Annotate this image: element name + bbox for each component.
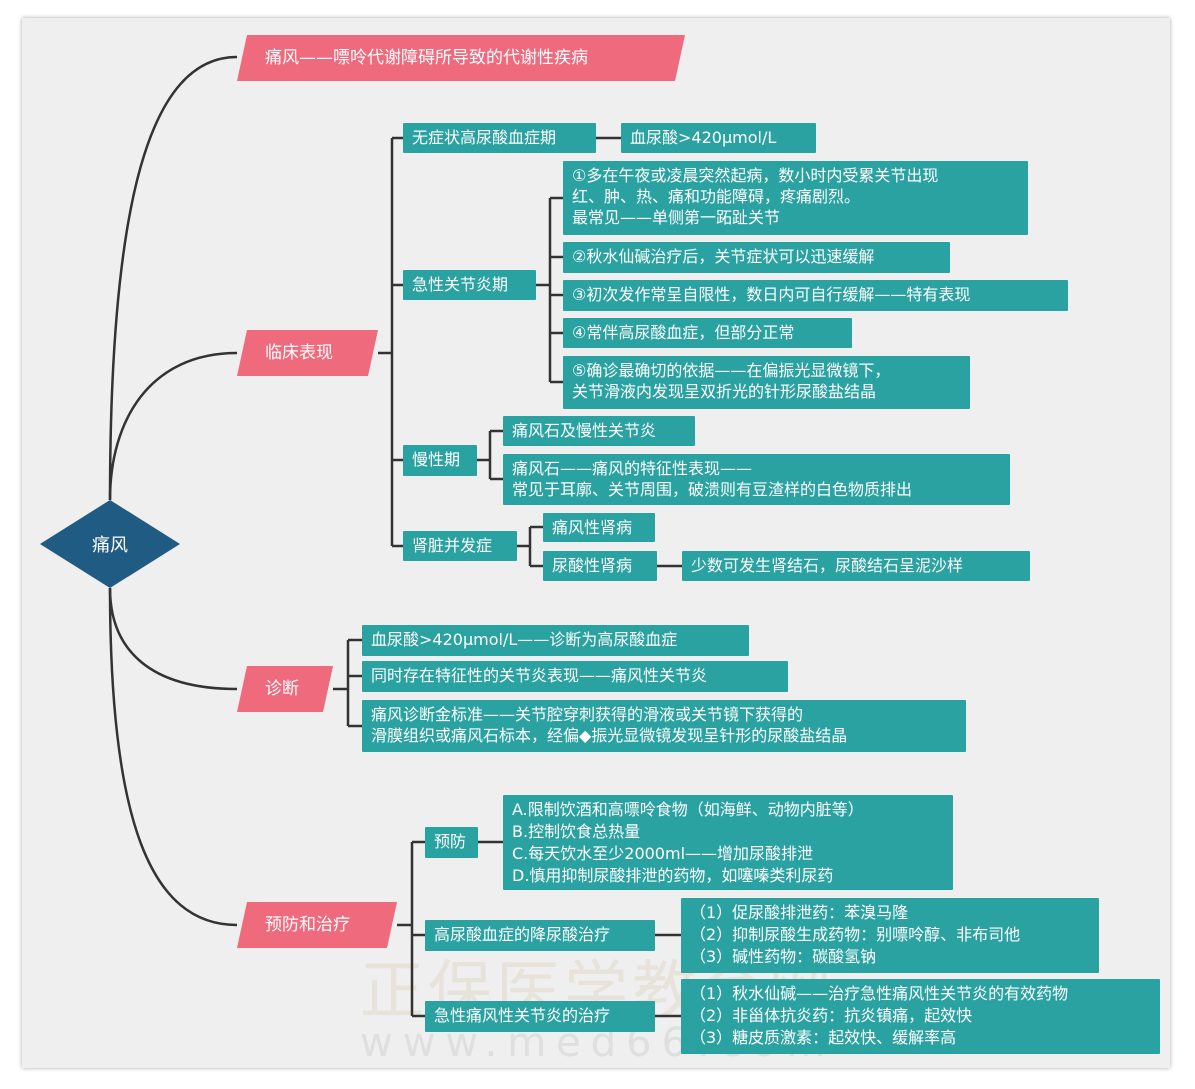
bracket-renal (517, 525, 543, 568)
node-chronic: 慢性期 (403, 445, 477, 476)
acute-item-1: ①多在午夜或凌晨突然起病，数小时内受累关节出现 红、肿、热、痛和功能障碍，疼痛剧… (563, 161, 1028, 235)
node-asymptomatic-detail: 血尿酸>420μmol/L (621, 123, 816, 153)
prevention-detail: A.限制饮酒和高嘌呤食物（如海鲜、动物内脏等） B.控制饮食总热量 C.每天饮水… (503, 795, 953, 890)
node-asymptomatic: 无症状高尿酸血症期 (403, 123, 596, 153)
curve-clinical (108, 351, 238, 501)
acute-therapy-detail: （1）秋水仙碱——治疗急性痛风性关节炎的有效药物 （2）非甾体抗炎药：抗炎镇痛，… (681, 979, 1160, 1054)
acute-item-4: ④常伴高尿酸血症，但部分正常 (563, 318, 852, 348)
urate-therapy-detail: （1）促尿酸排泄药：苯溴马隆 （2）抑制尿酸生成药物：别嘌呤醇、非布司他 （3）… (681, 898, 1099, 973)
link-prev (478, 840, 681, 1018)
acute-item-3: ③初次发作常呈自限性，数日内可自行缓解——特有表现 (563, 280, 1068, 311)
branch-diagnosis: 诊断 (237, 666, 333, 712)
diagnosis-item-3: 痛风诊断金标准——关节腔穿刺获得的滑液或关节镜下获得的 滑膜组织或痛风石标本，经… (362, 700, 966, 752)
node-acute-therapy: 急性痛风性关节炎的治疗 (425, 1001, 655, 1032)
branch-clinical: 临床表现 (237, 330, 378, 376)
chronic-item-1: 痛风石及慢性关节炎 (503, 416, 695, 446)
renal-item-2: 尿酸性肾病 (543, 551, 657, 581)
branch-treatment: 预防和治疗 (237, 902, 397, 948)
title-node: 痛风——嘌呤代谢障碍所导致的代谢性疾病 (237, 35, 685, 81)
diagnosis-item-2: 同时存在特征性的关节炎表现——痛风性关节炎 (362, 661, 788, 692)
curve-title (108, 55, 238, 501)
bracket-acute (536, 196, 563, 384)
diagnosis-item-1: 血尿酸>420μmol/L——诊断为高尿酸血症 (362, 625, 749, 656)
renal-uric-detail: 少数可发生肾结石，尿酸结石呈泥沙样 (682, 551, 1030, 581)
curve-treatment (108, 587, 238, 927)
chronic-item-2: 痛风石——痛风的特征性表现—— 常见于耳廓、关节周围，破溃则有豆渣样的白色物质排… (503, 454, 1010, 505)
node-acute: 急性关节炎期 (403, 270, 536, 300)
renal-item-1: 痛风性肾病 (543, 513, 655, 542)
acute-item-5: ⑤确诊最确切的依据——在偏振光显微镜下， 关节滑液内发现呈双折光的针形尿酸盐结晶 (563, 356, 970, 409)
bracket-diagnosis (333, 638, 362, 728)
bracket-treatment (397, 840, 425, 1018)
node-urate-therapy: 高尿酸血症的降尿酸治疗 (425, 920, 655, 951)
bracket-clinical (378, 136, 403, 548)
bracket-chronic (477, 429, 503, 481)
curve-diagnosis (108, 587, 238, 691)
node-prevention: 预防 (425, 827, 478, 858)
acute-item-2: ②秋水仙碱治疗后，关节症状可以迅速缓解 (563, 242, 950, 273)
node-renal: 肾脏并发症 (403, 531, 517, 561)
